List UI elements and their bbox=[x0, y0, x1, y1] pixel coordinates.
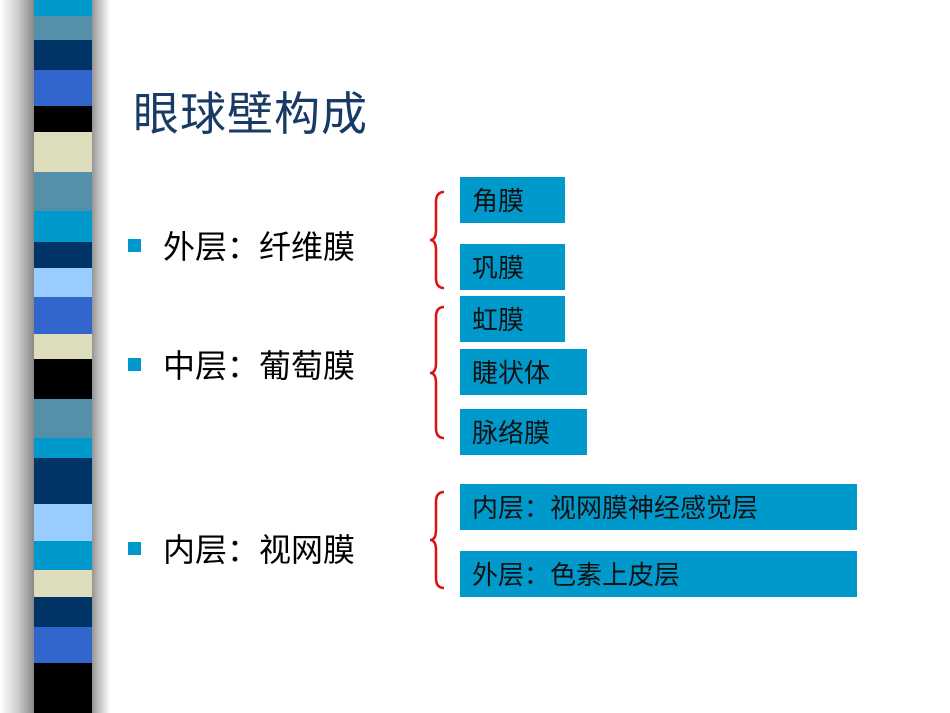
stripe bbox=[34, 596, 92, 628]
stripe bbox=[34, 268, 92, 298]
item-box: 脉络膜 bbox=[460, 409, 587, 455]
stripe bbox=[34, 211, 92, 242]
stripe bbox=[34, 69, 92, 106]
item-box: 角膜 bbox=[460, 177, 565, 223]
stripe bbox=[34, 39, 92, 70]
stripe bbox=[34, 15, 92, 40]
stripe bbox=[34, 334, 92, 360]
stripe bbox=[34, 504, 92, 542]
bullet-label: 外层：纤维膜 bbox=[163, 228, 356, 266]
stripe bbox=[34, 105, 92, 133]
stripe bbox=[34, 171, 92, 212]
stripe bbox=[34, 359, 92, 399]
bullet-inner-layer: 内层：视网膜 bbox=[128, 525, 355, 571]
stripe bbox=[34, 398, 92, 439]
stripe bbox=[34, 438, 92, 459]
bullet-square-icon bbox=[128, 541, 141, 555]
stripe bbox=[34, 541, 92, 571]
bullet-outer-layer: 外层：纤维膜 bbox=[128, 222, 355, 268]
bullet-label: 内层：视网膜 bbox=[163, 531, 356, 569]
slide-title: 眼球壁构成 bbox=[133, 87, 368, 141]
bullet-square-icon bbox=[128, 357, 141, 371]
stripe bbox=[34, 297, 92, 335]
item-box: 巩膜 bbox=[460, 244, 565, 290]
bullet-square-icon bbox=[128, 238, 141, 252]
item-box: 虹膜 bbox=[460, 296, 565, 342]
stripe bbox=[34, 627, 92, 663]
stripe bbox=[34, 458, 92, 505]
bullet-middle-layer: 中层：葡萄膜 bbox=[128, 341, 355, 387]
item-box: 睫状体 bbox=[460, 349, 587, 395]
decorative-stripe-bar bbox=[34, 0, 92, 713]
stripe bbox=[34, 0, 92, 16]
stripe bbox=[34, 662, 92, 713]
stripe bbox=[34, 241, 92, 269]
curly-brace-icon bbox=[429, 190, 445, 290]
bullet-label: 中层：葡萄膜 bbox=[163, 347, 356, 385]
stripe bbox=[34, 570, 92, 597]
item-box: 外层：色素上皮层 bbox=[460, 551, 857, 597]
curly-brace-icon bbox=[429, 305, 445, 440]
item-box: 内层：视网膜神经感觉层 bbox=[460, 484, 857, 530]
curly-brace-icon bbox=[429, 490, 445, 590]
stripe bbox=[34, 132, 92, 172]
